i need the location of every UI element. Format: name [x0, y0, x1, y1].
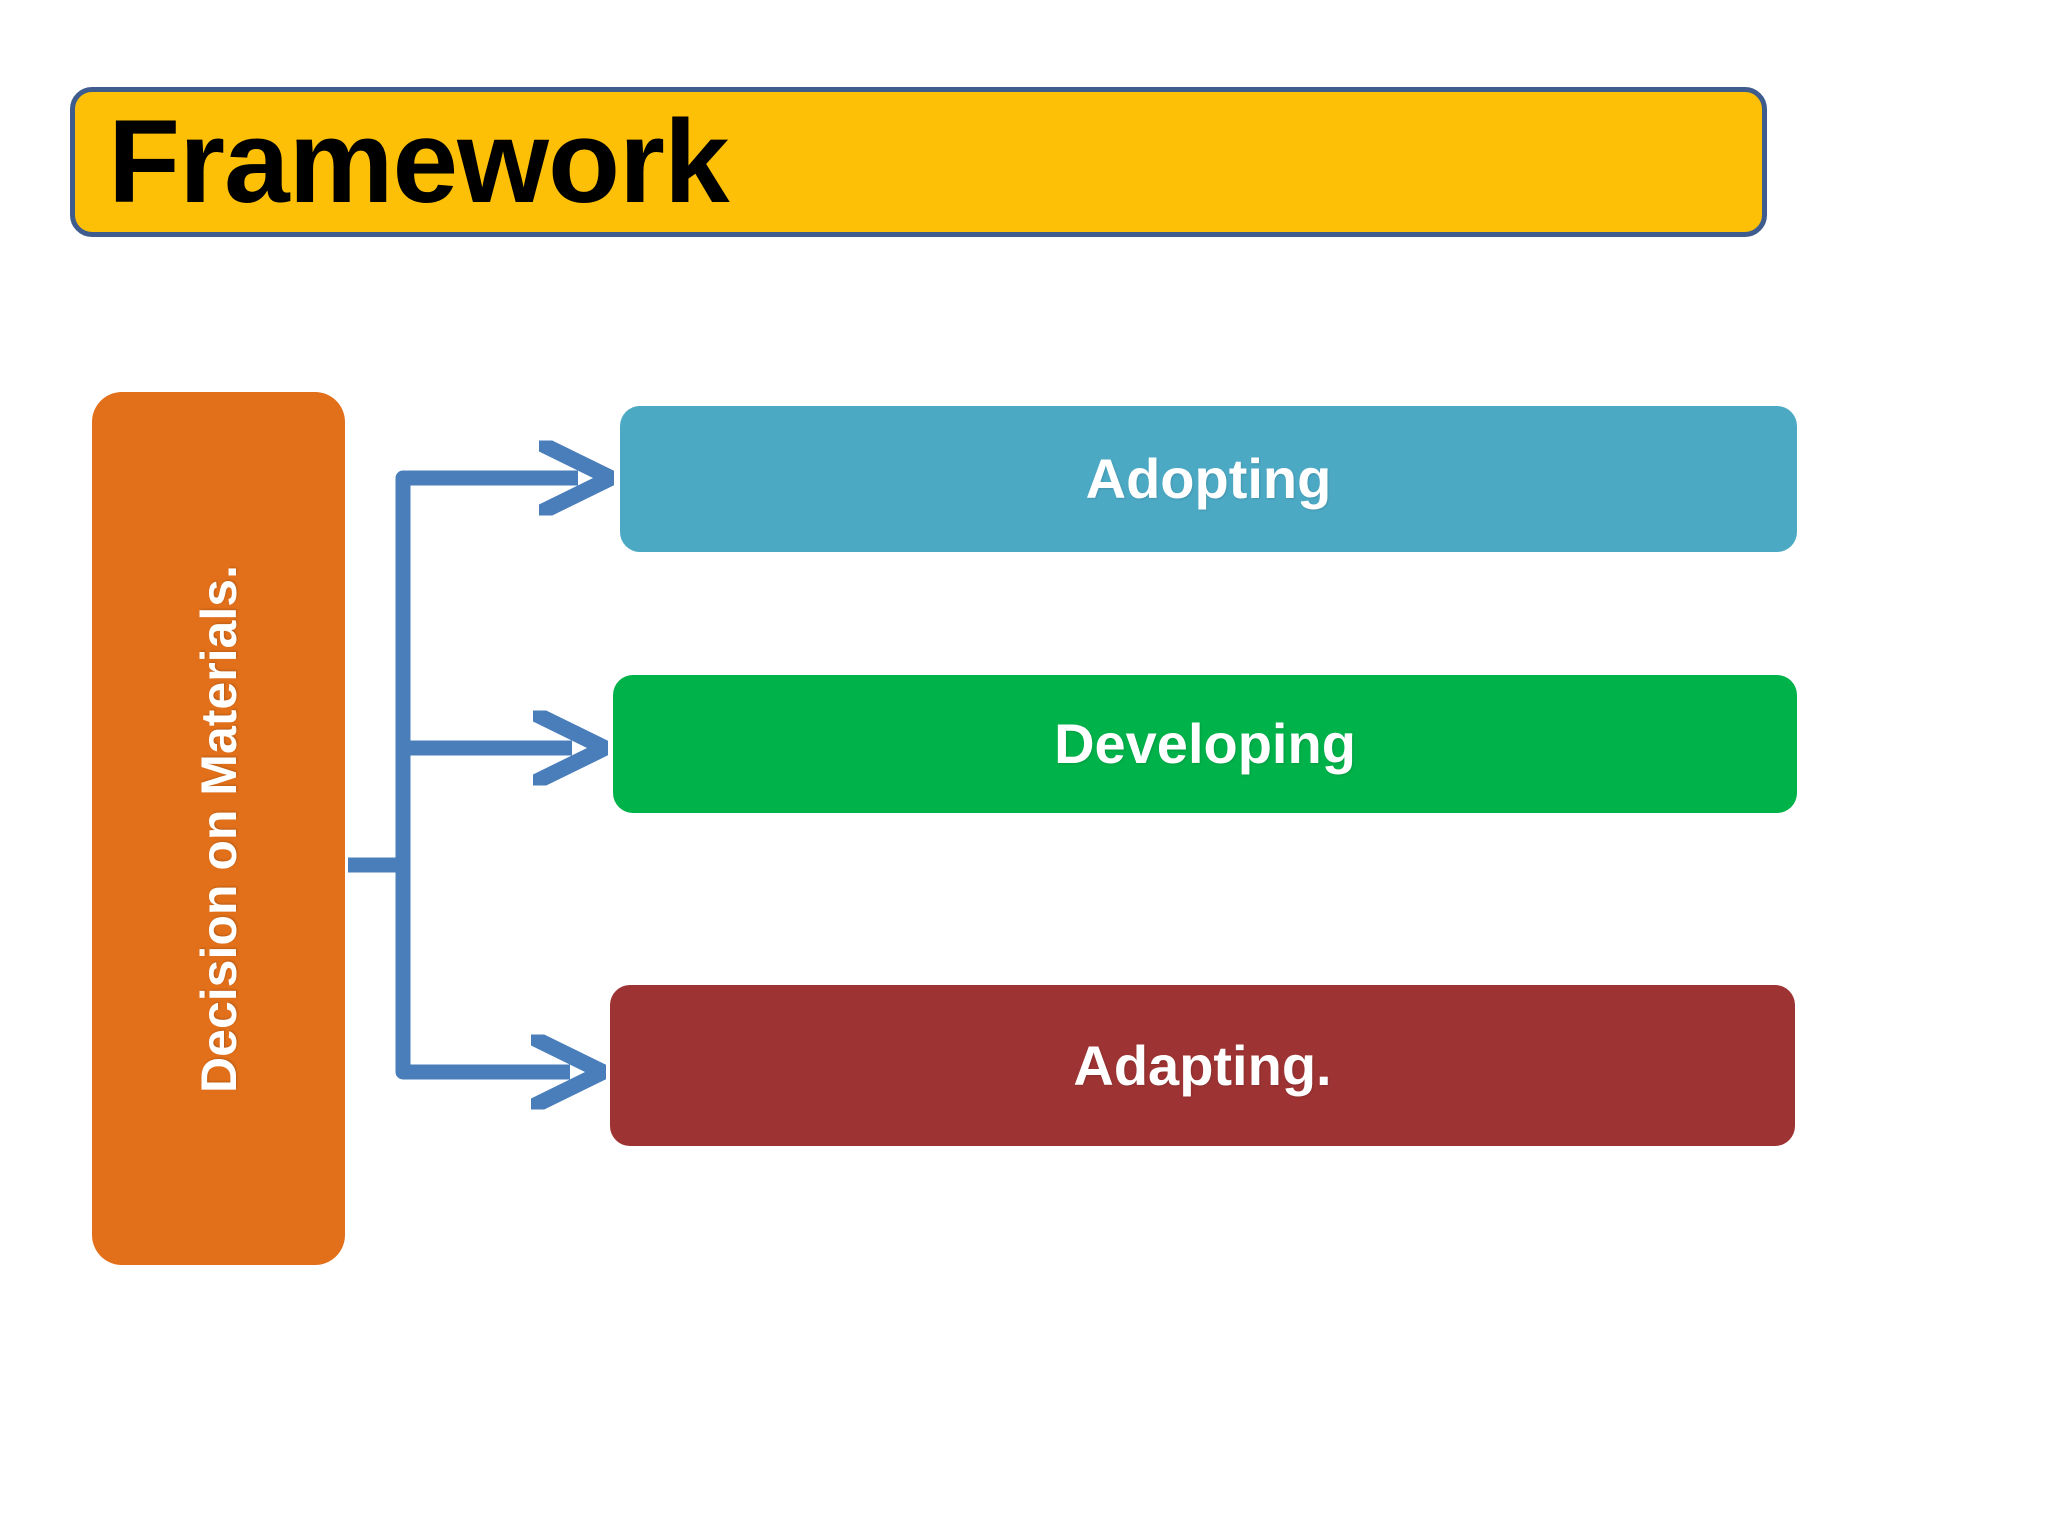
option-node-label: Adopting: [1085, 447, 1332, 510]
option-node-adapting[interactable]: Adapting.: [610, 985, 1795, 1146]
page-title: Framework: [108, 96, 730, 228]
option-node-label: Adapting.: [1073, 1033, 1332, 1097]
title-banner: Framework: [70, 87, 1767, 237]
option-node-label: Developing: [1054, 712, 1356, 775]
option-node-developing[interactable]: Developing: [613, 675, 1797, 813]
source-node-decision-on-materials[interactable]: Decision on Materials.: [92, 392, 345, 1265]
option-node-adopting[interactable]: Adopting: [620, 406, 1797, 552]
source-node-label: Decision on Materials.: [190, 564, 247, 1093]
